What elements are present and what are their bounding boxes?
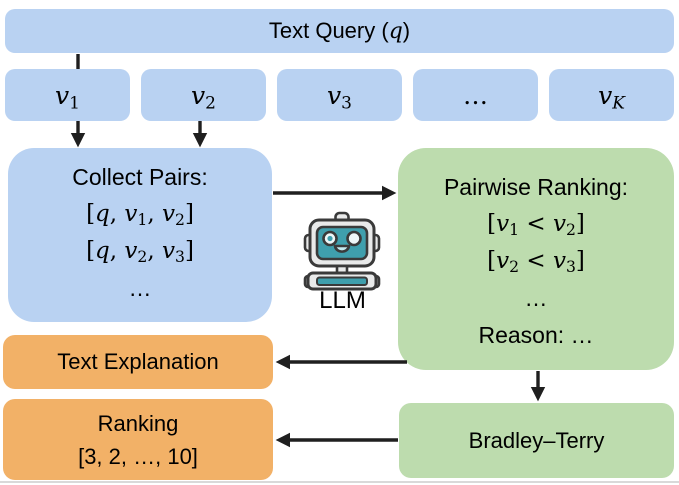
video-box-vk: vK [549, 69, 674, 121]
text-query-label: Text Query (q) [268, 18, 411, 44]
ranking-box: Ranking [3, 2, …, 10] [3, 399, 273, 480]
robot-body-panel [316, 276, 368, 286]
pairwise-ranking-box: Pairwise Ranking: [v1 < v2] [v2 < v3] … … [398, 148, 674, 370]
video-label-ellipsis: … [463, 80, 488, 110]
llm-label: LLM [319, 287, 366, 314]
robot-mouth [333, 244, 351, 253]
robot-icon [303, 211, 381, 291]
video-label-v2: v2 [191, 80, 216, 113]
video-box-v2: v2 [141, 69, 266, 121]
video-box-v3: v3 [277, 69, 402, 121]
pairwise-line-1: [v1 < v2] [487, 211, 585, 239]
ranking-value: [3, 2, …, 10] [78, 443, 198, 469]
robot-pupil-left [327, 235, 333, 242]
pairwise-ranking-title: Pairwise Ranking: [443, 174, 629, 200]
pairwise-reason: Reason: … [478, 322, 594, 348]
video-label-v3: v3 [327, 80, 352, 113]
robot-eye-right [346, 230, 362, 247]
text-explanation-box: Text Explanation [3, 335, 273, 389]
text-explanation-label: Text Explanation [57, 349, 219, 374]
collect-pairs-line-2: [q, v2, v3] [86, 238, 194, 266]
video-box-ellipsis: … [413, 69, 538, 121]
pairwise-line-2: [v2 < v3] [487, 248, 585, 276]
collect-pairs-ellipsis: … [128, 275, 152, 301]
figure-bottom-border [0, 481, 679, 483]
video-label-v1: v1 [55, 80, 80, 113]
collect-pairs-box: Collect Pairs: [q, v1, v2] [q, v2, v3] … [8, 148, 272, 322]
bradley-terry-box: Bradley–Terry [399, 403, 674, 478]
video-box-v1: v1 [5, 69, 130, 121]
video-label-vk: vK [598, 80, 625, 113]
collect-pairs-line-1: [q, v1, v2] [86, 201, 194, 229]
text-query-box: Text Query (q) [5, 9, 674, 53]
bradley-terry-label: Bradley–Terry [468, 427, 605, 453]
collect-pairs-title: Collect Pairs: [72, 164, 208, 190]
ranking-title: Ranking [97, 410, 179, 436]
pairwise-ellipsis: … [524, 285, 548, 311]
